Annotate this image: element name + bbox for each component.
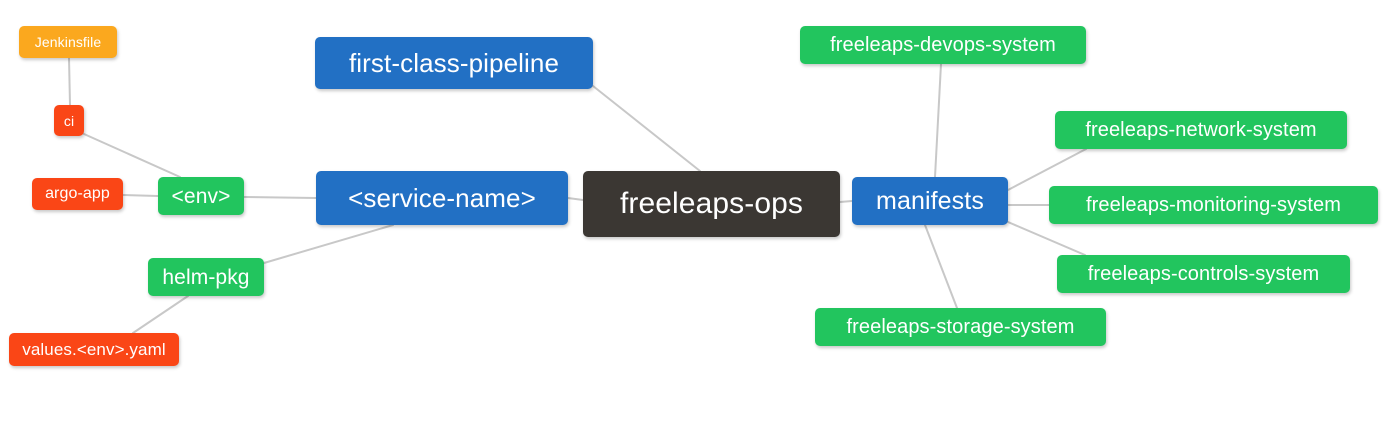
node-label: freeleaps-devops-system — [830, 34, 1056, 56]
node-service-name[interactable]: <service-name> — [316, 171, 568, 225]
node-label: freeleaps-controls-system — [1087, 263, 1320, 285]
edge-first-class-pipeline-to-freeleaps-ops — [592, 85, 701, 172]
node-jenkinsfile[interactable]: Jenkinsfile — [19, 26, 117, 58]
node-label: first-class-pipeline — [348, 48, 560, 78]
edge-env-to-service-name — [243, 196, 317, 199]
edge-manifests-to-freeleaps-storage-system — [924, 224, 958, 309]
node-first-class-pipeline[interactable]: first-class-pipeline — [315, 37, 593, 89]
node-label: freeleaps-network-system — [1085, 119, 1317, 141]
node-label: helm-pkg — [162, 265, 250, 289]
node-freeleaps-devops-system[interactable]: freeleaps-devops-system — [800, 26, 1086, 64]
node-label: <env> — [171, 184, 231, 208]
node-label: argo-app — [45, 185, 110, 202]
node-freeleaps-storage-system[interactable]: freeleaps-storage-system — [815, 308, 1106, 346]
edge-ci-to-env — [83, 133, 181, 178]
node-label: freeleaps-ops — [619, 187, 804, 220]
edge-service-name-to-freeleaps-ops — [567, 197, 584, 201]
node-values-yaml[interactable]: values.<env>.yaml — [9, 333, 179, 366]
node-label: ci — [63, 112, 75, 129]
node-manifests[interactable]: manifests — [852, 177, 1008, 225]
edge-manifests-to-freeleaps-devops-system — [934, 63, 942, 178]
node-argo-app[interactable]: argo-app — [32, 178, 123, 210]
node-label: manifests — [876, 186, 984, 215]
edge-helm-pkg-to-service-name — [263, 224, 394, 264]
node-freeleaps-controls-system[interactable]: freeleaps-controls-system — [1057, 255, 1350, 293]
edge-values-yaml-to-helm-pkg — [132, 295, 189, 334]
node-ci[interactable]: ci — [54, 105, 84, 136]
node-label: Jenkinsfile — [34, 34, 102, 50]
node-label: freeleaps-monitoring-system — [1085, 194, 1341, 216]
node-helm-pkg[interactable]: helm-pkg — [148, 258, 264, 296]
edge-jenkinsfile-to-ci — [68, 57, 71, 106]
edge-manifests-to-freeleaps-controls-system — [1007, 221, 1086, 256]
edge-manifests-to-freeleaps-network-system — [1007, 148, 1087, 191]
node-label: values.<env>.yaml — [22, 340, 166, 359]
edge-freeleaps-ops-to-manifests — [839, 200, 853, 203]
node-label: <service-name> — [348, 183, 536, 213]
node-freeleaps-network-system[interactable]: freeleaps-network-system — [1055, 111, 1347, 149]
node-freeleaps-ops[interactable]: freeleaps-ops — [583, 171, 840, 237]
node-freeleaps-monitoring-system[interactable]: freeleaps-monitoring-system — [1049, 186, 1378, 224]
node-env[interactable]: <env> — [158, 177, 244, 215]
node-label: freeleaps-storage-system — [846, 316, 1075, 338]
edge-argo-app-to-env — [122, 194, 159, 197]
